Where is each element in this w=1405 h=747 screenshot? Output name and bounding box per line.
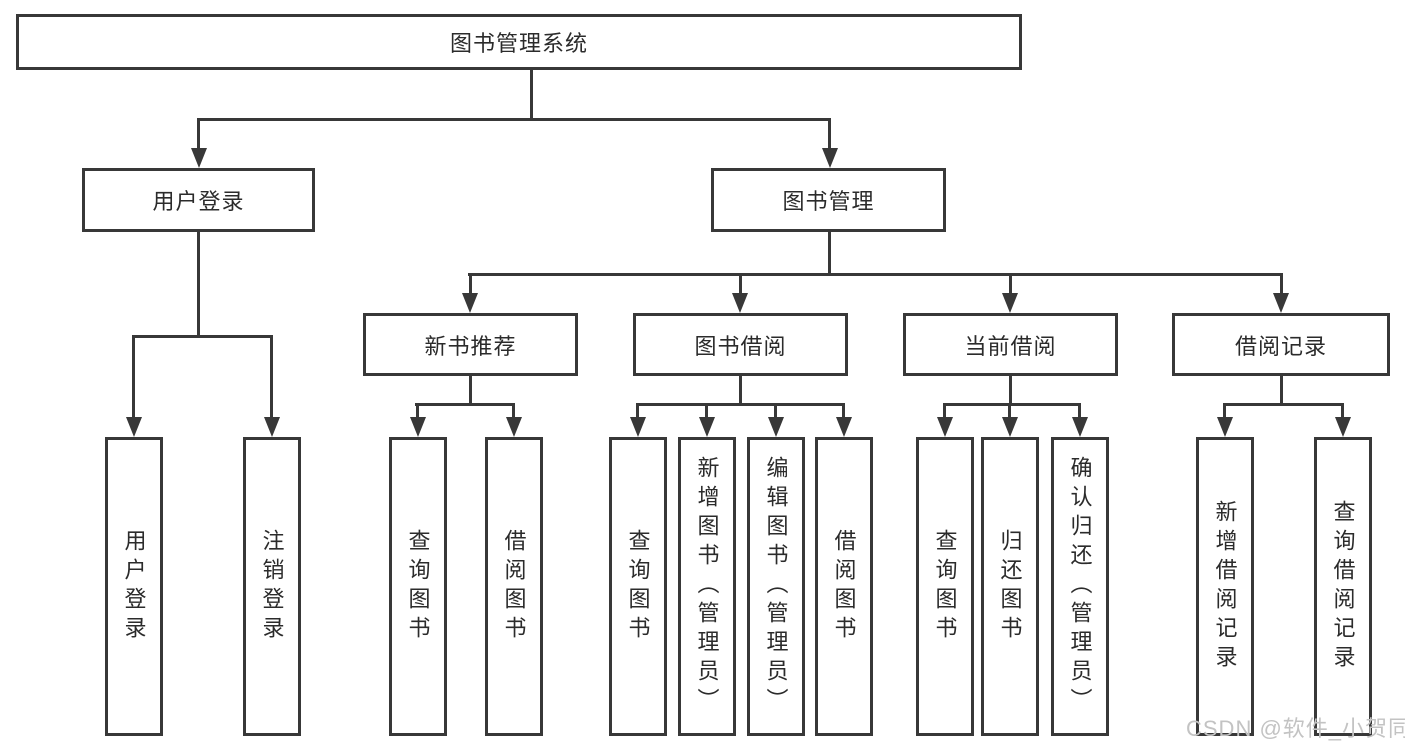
connector-borrow-record-stem <box>1280 376 1283 403</box>
connector-book-borrow-hline <box>636 403 845 406</box>
node-new-book-recommend: 新书推荐 <box>363 313 578 376</box>
connector-new-book-stem <box>469 376 472 403</box>
leaf-nb-borrow-books: 借阅图书 <box>485 437 543 736</box>
arrowhead-down-borrow-record <box>1273 293 1289 313</box>
arrowhead-down-book-borrow <box>732 293 748 313</box>
arrowhead-down-leaf-nb-borrow <box>506 417 522 437</box>
arrowhead-down-leaf-nb-query <box>410 417 426 437</box>
leaf-bb-borrow-books: 借阅图书 <box>815 437 873 736</box>
leaf-cb-return-books: 归还图书 <box>981 437 1039 736</box>
arrowhead-down-leaf-logout <box>264 417 280 437</box>
leaf-logout-label: 注销登录 <box>259 528 285 645</box>
connector-new-book-drop <box>469 273 472 295</box>
connector-user-login-stem <box>197 232 200 335</box>
node-book-borrow-label: 图书借阅 <box>694 333 787 359</box>
leaf-cb-query-books: 查询图书 <box>916 437 974 736</box>
arrowhead-down-leaf-br-query <box>1335 417 1351 437</box>
node-borrow-records-label: 借阅记录 <box>1234 333 1327 359</box>
connector-leaf-cb-query-drop <box>943 403 946 419</box>
node-user-login: 用户登录 <box>82 168 315 232</box>
leaf-bb-edit-book-admin: 编辑图书（管理员） <box>747 437 805 736</box>
leaf-logout: 注销登录 <box>243 437 301 736</box>
arrowhead-down-leaf-br-add <box>1217 417 1233 437</box>
node-user-login-label: 用户登录 <box>152 189 245 214</box>
node-book-management: 图书管理 <box>711 168 946 232</box>
leaf-bb-query-books-label: 查询图书 <box>625 528 651 645</box>
node-library-management-system-label: 图书管理系统 <box>449 31 588 56</box>
arrowhead-down-book-mgmt <box>822 148 838 168</box>
connector-book-mgmt-stem <box>828 232 831 273</box>
connector-leaf-br-query-drop <box>1341 403 1344 419</box>
leaf-br-add-record: 新增借阅记录 <box>1196 437 1254 736</box>
connector-borrow-record-hline <box>1223 403 1344 406</box>
leaf-user-login-label: 用户登录 <box>121 528 147 645</box>
connector-book-borrow-drop <box>739 273 742 295</box>
leaf-cb-confirm-return-admin: 确认归还（管理员） <box>1051 437 1109 736</box>
arrowhead-down-leaf-bb-add <box>699 417 715 437</box>
node-current-borrow: 当前借阅 <box>903 313 1118 376</box>
arrowhead-down-new-book <box>462 293 478 313</box>
connector-leaf-bb-add-drop <box>705 403 708 419</box>
connector-user-login-hline <box>132 335 273 338</box>
connector-leaf-nb-borrow-drop <box>512 403 515 419</box>
connector-leaf-cb-return-drop <box>1008 403 1011 419</box>
leaf-nb-query-books: 查询图书 <box>389 437 447 736</box>
connector-current-borrow-hline <box>943 403 1081 406</box>
leaf-cb-return-books-label: 归还图书 <box>997 528 1023 645</box>
connector-leaf-cb-confirm-drop <box>1078 403 1081 419</box>
arrowhead-down-leaf-cb-confirm <box>1072 417 1088 437</box>
node-borrow-records: 借阅记录 <box>1172 313 1390 376</box>
node-current-borrow-label: 当前借阅 <box>964 333 1057 359</box>
arrowhead-down-leaf-cb-return <box>1002 417 1018 437</box>
connector-user-login-drop <box>197 118 200 150</box>
csdn-watermark: CSDN @软件_小贺同学 <box>1186 716 1405 741</box>
connector-leaf-br-add-drop <box>1223 403 1226 419</box>
node-library-management-system: 图书管理系统 <box>16 14 1022 70</box>
arrowhead-down-leaf-bb-borrow <box>836 417 852 437</box>
arrowhead-down-leaf-login <box>126 417 142 437</box>
leaf-nb-query-books-label: 查询图书 <box>405 528 431 645</box>
connector-current-borrow-drop <box>1009 273 1012 295</box>
leaf-bb-edit-book-admin-label: 编辑图书（管理员） <box>763 456 789 717</box>
leaf-bb-add-book-admin-label: 新增图书（管理员） <box>694 456 720 717</box>
leaf-bb-query-books: 查询图书 <box>609 437 667 736</box>
leaf-cb-confirm-return-admin-label: 确认归还（管理员） <box>1067 456 1093 717</box>
connector-leaf-bb-borrow-drop <box>842 403 845 419</box>
arrowhead-down-current-borrow <box>1002 293 1018 313</box>
leaf-user-login: 用户登录 <box>105 437 163 736</box>
leaf-br-query-record: 查询借阅记录 <box>1314 437 1372 736</box>
connector-book-borrow-stem <box>739 376 742 403</box>
connector-leaf-bb-edit-drop <box>774 403 777 419</box>
connector-level1-hline <box>197 118 831 121</box>
leaf-cb-query-books-label: 查询图书 <box>932 528 958 645</box>
node-book-borrow: 图书借阅 <box>633 313 848 376</box>
arrowhead-down-leaf-cb-query <box>937 417 953 437</box>
connector-new-book-hline <box>415 403 515 406</box>
connector-leaf-nb-query-drop <box>416 403 419 419</box>
connector-book-mgmt-drop <box>828 118 831 150</box>
connector-leaf-bb-query-drop <box>636 403 639 419</box>
leaf-bb-add-book-admin: 新增图书（管理员） <box>678 437 736 736</box>
leaf-nb-borrow-books-label: 借阅图书 <box>501 528 527 645</box>
node-book-management-label: 图书管理 <box>782 189 875 214</box>
leaf-br-add-record-label: 新增借阅记录 <box>1212 499 1238 674</box>
arrowhead-down-leaf-bb-query <box>630 417 646 437</box>
connector-level2-hline <box>468 273 1282 276</box>
node-new-book-recommend-label: 新书推荐 <box>424 333 517 359</box>
connector-leaf-login-drop <box>132 335 135 419</box>
connector-leaf-logout-drop <box>270 335 273 419</box>
connector-current-borrow-stem <box>1009 376 1012 403</box>
connector-borrow-record-drop <box>1280 273 1283 295</box>
connector-root-stem <box>530 70 533 118</box>
arrowhead-down-user-login <box>191 148 207 168</box>
leaf-bb-borrow-books-label: 借阅图书 <box>831 528 857 645</box>
arrowhead-down-leaf-bb-edit <box>768 417 784 437</box>
leaf-br-query-record-label: 查询借阅记录 <box>1330 499 1356 674</box>
